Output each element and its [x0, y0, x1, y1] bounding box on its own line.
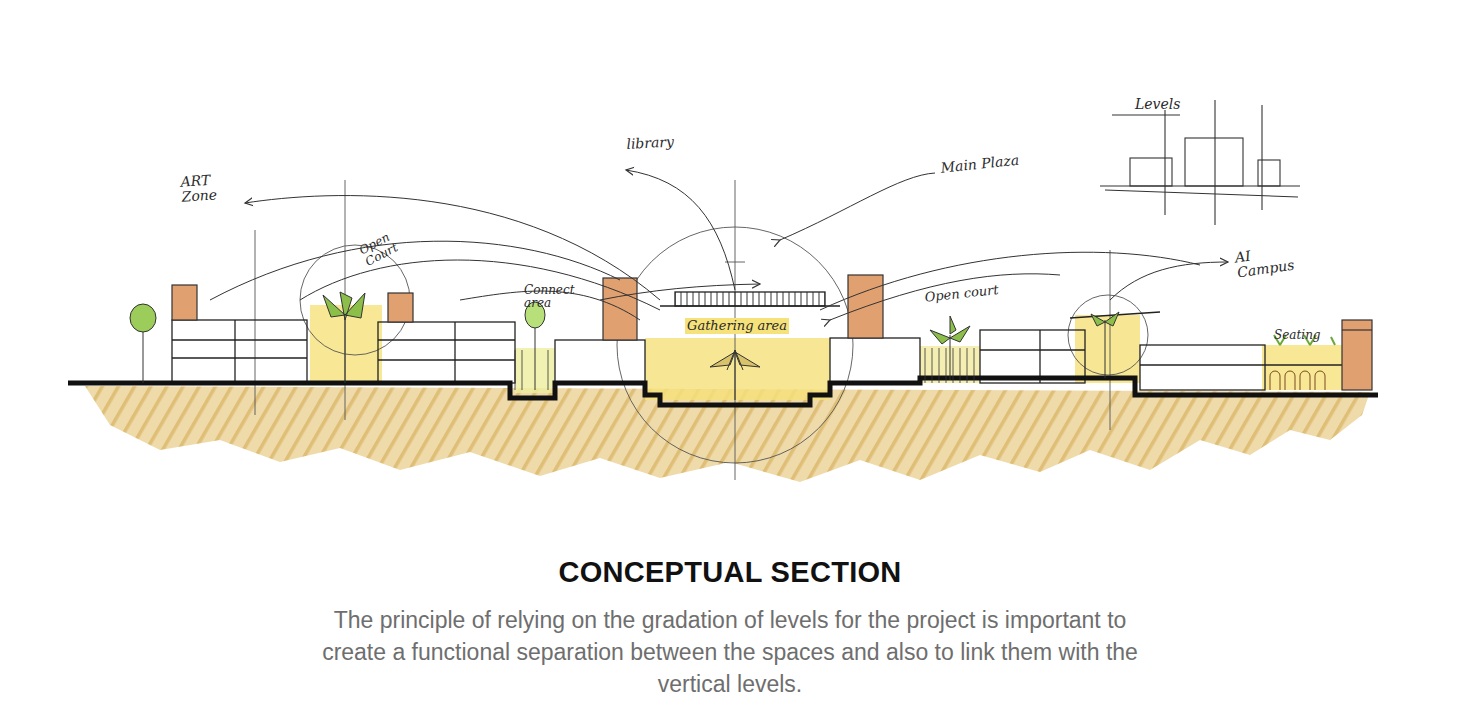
guide-lines: [255, 180, 1148, 480]
glow: [310, 305, 1342, 400]
levels-sketch: [1100, 100, 1300, 225]
diagram-title: CONCEPTUAL SECTION: [0, 556, 1460, 589]
railings: [515, 348, 974, 390]
seating-arches: [1270, 371, 1325, 390]
diagram-caption: The principle of relying on the gradatio…: [300, 604, 1160, 700]
sketch-label: Open court: [922, 282, 1001, 306]
section-profile: [68, 378, 1378, 405]
towers: [172, 275, 1372, 390]
sketch-label: Gathering area: [685, 318, 789, 334]
sketch-label: ART Zone: [178, 170, 234, 205]
sketch-label: Main Plaza: [938, 151, 1022, 176]
sketch-label: Seating: [1272, 328, 1323, 343]
sketch-label: Open Court: [355, 216, 424, 270]
leader-arrows: [210, 170, 1228, 320]
trees: [130, 292, 1335, 400]
sketch-label: Connect area: [522, 283, 581, 310]
sketch-label: AI Campus: [1232, 242, 1290, 281]
buildings: [172, 292, 1342, 390]
sketch-label: Levels: [1133, 96, 1182, 113]
sketch-label: library: [624, 133, 676, 152]
ground-hatch: [85, 386, 1370, 482]
